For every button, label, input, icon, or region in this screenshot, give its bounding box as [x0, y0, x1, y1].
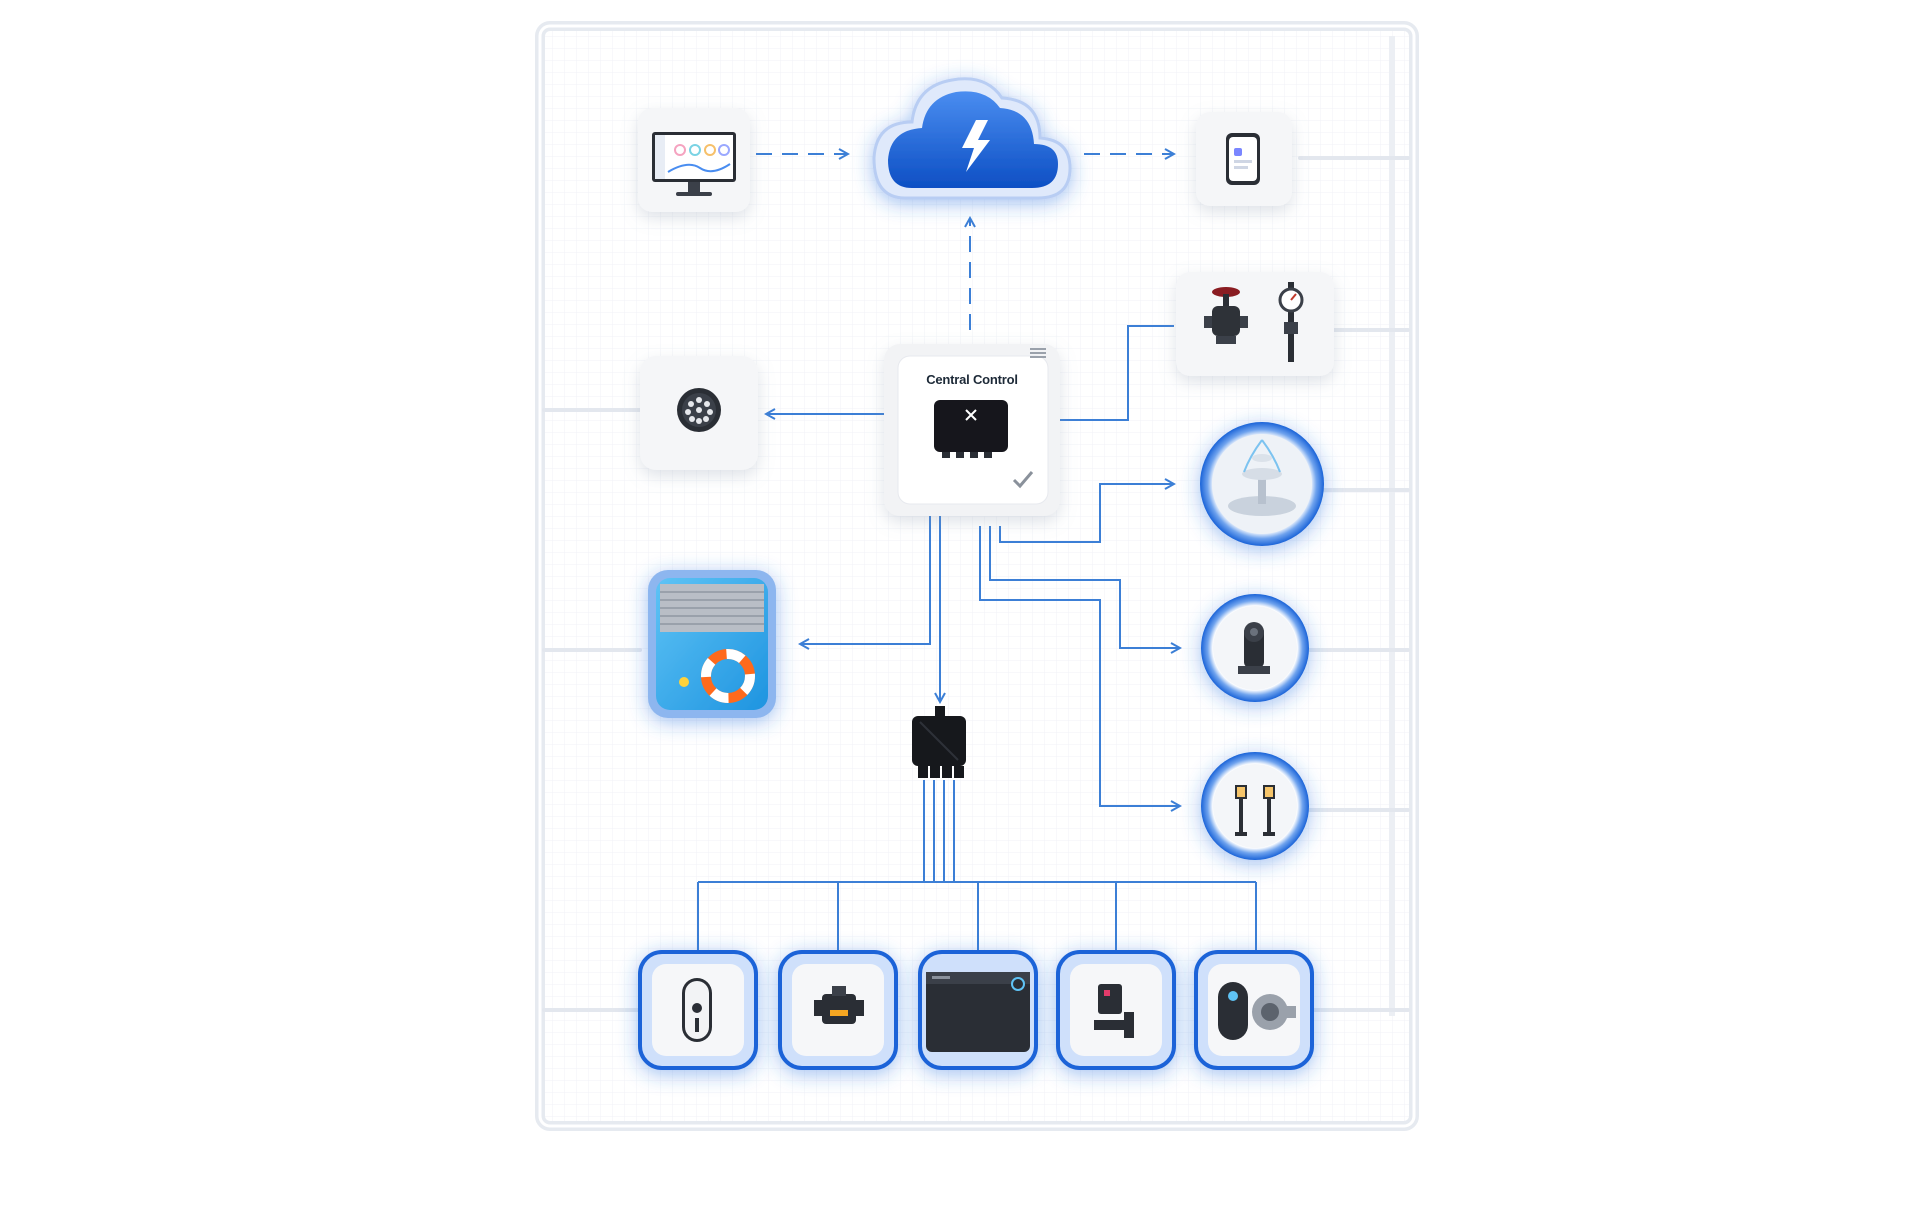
- node-heat-pump[interactable]: [918, 950, 1038, 1070]
- lightning-icon: [962, 120, 990, 172]
- node-garden-lamps[interactable]: [1201, 752, 1309, 860]
- connectors: [697, 154, 1257, 960]
- node-pool-light[interactable]: [640, 356, 758, 470]
- central-control-label: Central Control: [926, 372, 1018, 387]
- node-fountain[interactable]: [1200, 422, 1324, 546]
- hub-bus: [697, 780, 1257, 960]
- node-monitor[interactable]: [638, 108, 750, 212]
- flow-valve-icon: [814, 986, 864, 1024]
- dosing-controller-icon: [1094, 984, 1134, 1038]
- node-valve-gauge[interactable]: [1176, 272, 1334, 376]
- node-phone[interactable]: [1196, 112, 1292, 206]
- check-icon: [1012, 471, 1034, 489]
- connector-central-cover: [800, 516, 931, 644]
- garden-lamp-icon: [1235, 785, 1275, 836]
- node-cloud[interactable]: [872, 77, 1072, 200]
- pool-light-icon: [677, 388, 721, 432]
- connector-central-fountain: [999, 484, 1174, 543]
- pool-cover-icon: [660, 584, 764, 703]
- connector-central-valve: [1058, 325, 1174, 421]
- valve-pressure-gauge-icon: [1204, 282, 1304, 362]
- node-central-control[interactable]: Central Control: [884, 344, 1060, 516]
- heat-pump-icon: [926, 972, 1030, 991]
- connector-central-pump: [989, 526, 1180, 648]
- pool-pump-icon: [1238, 622, 1270, 674]
- filter-pump-icon: [1218, 982, 1296, 1040]
- fountain-icon: [1228, 439, 1296, 516]
- wall-sensor-icon: [682, 978, 712, 1042]
- node-dosing-controller[interactable]: [1056, 950, 1176, 1070]
- node-pump[interactable]: [1201, 594, 1309, 702]
- node-pool-cover[interactable]: [648, 570, 776, 718]
- node-sensor-remote[interactable]: [638, 950, 758, 1070]
- controller-box-icon: [934, 400, 1008, 458]
- node-filter-pump[interactable]: [1194, 950, 1314, 1070]
- node-flow-valve[interactable]: [778, 950, 898, 1070]
- node-expansion-hub[interactable]: hub: [912, 706, 966, 778]
- connector-central-lamps: [979, 526, 1180, 806]
- monitor-dashboard-icon: [652, 132, 736, 196]
- vent-icon: [1030, 348, 1046, 358]
- smartphone-app-icon: [1226, 133, 1260, 185]
